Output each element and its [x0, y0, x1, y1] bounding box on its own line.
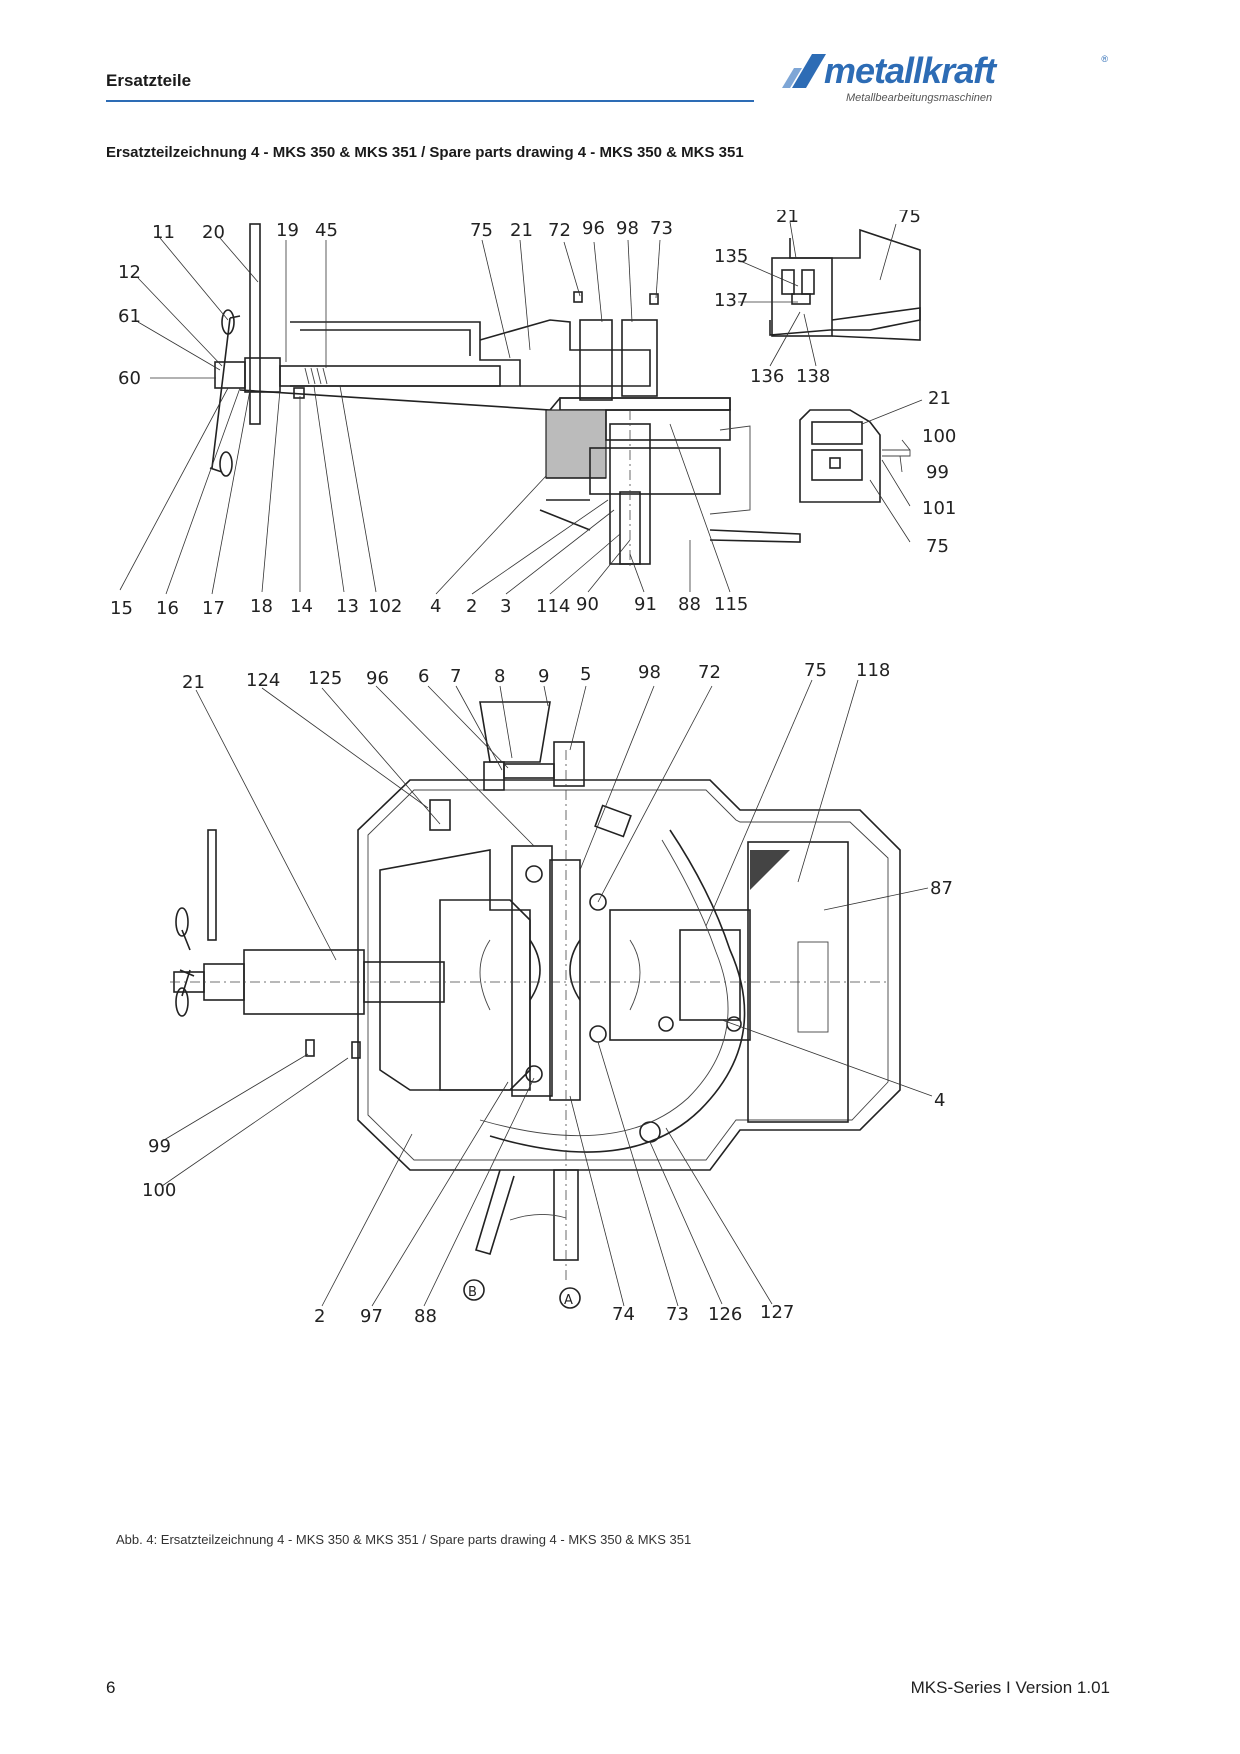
detail-label-100: 100 [922, 426, 956, 447]
logo-mark-icon [782, 54, 826, 88]
side-view-leaders [119, 237, 731, 595]
label-61: 61 [118, 306, 141, 327]
plan-label-8: 8 [494, 666, 505, 687]
detail-label-75a: 75 [898, 210, 921, 227]
label-98: 98 [616, 218, 639, 239]
plan-label-124: 124 [246, 670, 280, 691]
label-45: 45 [315, 220, 338, 241]
plan-label-9: 9 [538, 666, 549, 687]
detail-label-136: 136 [750, 366, 784, 387]
label-14: 14 [290, 596, 313, 617]
page-number: 6 [106, 1678, 116, 1697]
plan-label-6: 6 [418, 666, 429, 687]
plan-label-100: 100 [142, 1180, 176, 1201]
detail-view-top: 21 75 135 137 136 138 [714, 210, 921, 387]
plan-label-97: 97 [360, 1306, 383, 1327]
label-90: 90 [576, 594, 599, 615]
label-73: 73 [650, 218, 673, 239]
section-title: Ersatzteile [106, 71, 192, 90]
plan-label-73: 73 [666, 1304, 689, 1325]
label-19: 19 [276, 220, 299, 241]
label-16: 16 [156, 598, 179, 619]
label-4: 4 [430, 596, 441, 617]
plan-label-74: 74 [612, 1304, 635, 1325]
detail-view-bottom: 21 100 99 101 75 [799, 388, 956, 557]
plan-label-99: 99 [148, 1136, 171, 1157]
label-102: 102 [368, 596, 402, 617]
plan-view [170, 701, 901, 1280]
plan-label-87: 87 [930, 878, 953, 899]
label-91: 91 [634, 594, 657, 615]
plan-label-2: 2 [314, 1306, 325, 1327]
side-view [209, 223, 801, 570]
label-21: 21 [510, 220, 533, 241]
plan-view-leaders [161, 679, 933, 1309]
plan-label-4: 4 [934, 1090, 945, 1111]
detail-label-99: 99 [926, 462, 949, 483]
detail-label-135: 135 [714, 246, 748, 267]
logo-subtitle: Metallbearbeitungsmaschinen [846, 92, 993, 104]
label-20: 20 [202, 222, 225, 243]
plan-label-98: 98 [638, 662, 661, 683]
label-2: 2 [466, 596, 477, 617]
plan-label-126: 126 [708, 1304, 742, 1325]
plan-label-5: 5 [580, 664, 591, 685]
detail-label-75b: 75 [926, 536, 949, 557]
plan-view-labels: 21 124 125 96 6 7 8 9 5 98 72 75 118 87 … [142, 660, 953, 1327]
plan-label-7: 7 [450, 666, 461, 687]
brand-logo: metallkraft ® Metallbearbeitungsmaschine… [782, 48, 1112, 112]
label-3: 3 [500, 596, 511, 617]
detail-label-138: 138 [796, 366, 830, 387]
detail-label-21b: 21 [928, 388, 951, 409]
label-88: 88 [678, 594, 701, 615]
label-60: 60 [118, 368, 141, 389]
logo-wordmark: metallkraft [824, 50, 996, 91]
detail-label-101: 101 [922, 498, 956, 519]
label-15: 15 [110, 598, 133, 619]
plan-label-118: 118 [856, 660, 890, 681]
detail-label-137: 137 [714, 290, 748, 311]
label-13: 13 [336, 596, 359, 617]
label-18: 18 [250, 596, 273, 617]
label-75: 75 [470, 220, 493, 241]
side-view-labels: 11 20 19 45 75 21 72 96 98 73 12 61 60 1… [110, 218, 748, 619]
plan-label-B: B [468, 1285, 477, 1300]
plan-label-127: 127 [760, 1302, 794, 1323]
plan-label-75: 75 [804, 660, 827, 681]
plan-label-88: 88 [414, 1306, 437, 1327]
label-72: 72 [548, 220, 571, 241]
spare-parts-drawing: 11 20 19 45 75 21 72 96 98 73 12 61 60 1… [110, 210, 956, 1327]
label-114: 114 [536, 596, 570, 617]
figure-caption: Abb. 4: Ersatzteilzeichnung 4 - MKS 350 … [116, 1532, 692, 1547]
plan-label-72: 72 [698, 662, 721, 683]
label-115: 115 [714, 594, 748, 615]
label-96: 96 [582, 218, 605, 239]
drawing-title: Ersatzteilzeichnung 4 - MKS 350 & MKS 35… [106, 144, 744, 161]
label-11: 11 [152, 222, 175, 243]
logo-registered-mark: ® [1101, 54, 1108, 64]
plan-label-125: 125 [308, 668, 342, 689]
header-divider [106, 100, 754, 102]
label-17: 17 [202, 598, 225, 619]
plan-label-A: A [564, 1293, 573, 1308]
plan-label-21: 21 [182, 672, 205, 693]
plan-label-96: 96 [366, 668, 389, 689]
label-12: 12 [118, 262, 141, 283]
detail-label-21a: 21 [776, 210, 799, 227]
footer-version: MKS-Series I Version 1.01 [910, 1678, 1110, 1697]
